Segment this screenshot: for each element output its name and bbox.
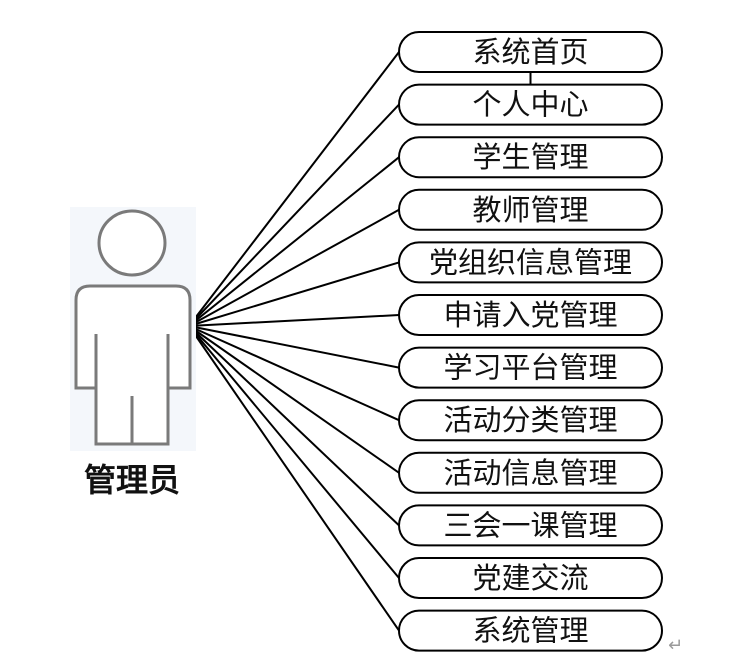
use-case-box [398, 136, 663, 179]
use-case-box [398, 188, 663, 231]
use-case-node: 申请入党管理 [398, 294, 663, 336]
use-case-label: 党组织信息管理 [429, 245, 632, 279]
use-case-label: 活动分类管理 [443, 403, 617, 437]
use-case-node: 教师管理 [398, 188, 663, 231]
connector-lines [188, 51, 400, 632]
use-case-node: 学生管理 [398, 136, 663, 179]
connector-line [188, 156, 400, 327]
use-case-box [398, 504, 663, 547]
use-case-node: 三会一课管理 [398, 504, 663, 547]
use-case-box [398, 346, 663, 389]
use-case-label: 三会一课管理 [443, 508, 617, 542]
use-case-node: 个人中心 [398, 83, 663, 126]
use-case-label: 学习平台管理 [443, 351, 617, 385]
person-icon [74, 209, 192, 446]
use-case-label: 个人中心 [472, 88, 588, 122]
use-case-label: 申请入党管理 [443, 298, 617, 332]
use-case-node: 学习平台管理 [398, 346, 663, 389]
use-case-node: 党组织信息管理 [398, 241, 663, 284]
use-case-label: 系统首页 [472, 35, 588, 69]
use-case-label: 学生管理 [472, 140, 588, 174]
connector-line [188, 325, 400, 527]
actor-figure: 管理员 [70, 207, 196, 499]
use-case-label: 党建交流 [472, 561, 588, 595]
use-case-label: 教师管理 [472, 193, 588, 227]
connector-line [188, 325, 400, 474]
actor-label: 管理员 [84, 461, 180, 499]
connector-line [188, 103, 400, 327]
use-case-node: 活动分类管理 [398, 399, 663, 442]
use-case-node: 系统首页 [398, 31, 663, 73]
connector-line [188, 51, 400, 327]
use-case-box [398, 399, 663, 442]
use-case-box [398, 241, 663, 284]
use-case-label: 活动信息管理 [443, 456, 617, 490]
return-mark: ↵ [668, 635, 683, 656]
use-case-box [398, 557, 663, 599]
use-case-box [398, 294, 663, 336]
connector-line [188, 325, 400, 632]
connector-line [188, 208, 400, 327]
connector-line [188, 261, 400, 327]
connector-line [188, 325, 400, 579]
use-case-box [398, 609, 663, 652]
use-case-label: 系统管理 [472, 614, 588, 648]
connector-line [188, 325, 400, 369]
use-case-box [398, 451, 663, 494]
connector-line [188, 314, 400, 327]
use-case-node: 系统管理 [398, 609, 663, 652]
use-case-node: 党建交流 [398, 557, 663, 599]
connector-line [188, 325, 400, 422]
use-case-nodes: 系统首页个人中心学生管理教师管理党组织信息管理申请入党管理学习平台管理活动分类管… [398, 31, 663, 652]
use-case-node: 活动信息管理 [398, 451, 663, 494]
